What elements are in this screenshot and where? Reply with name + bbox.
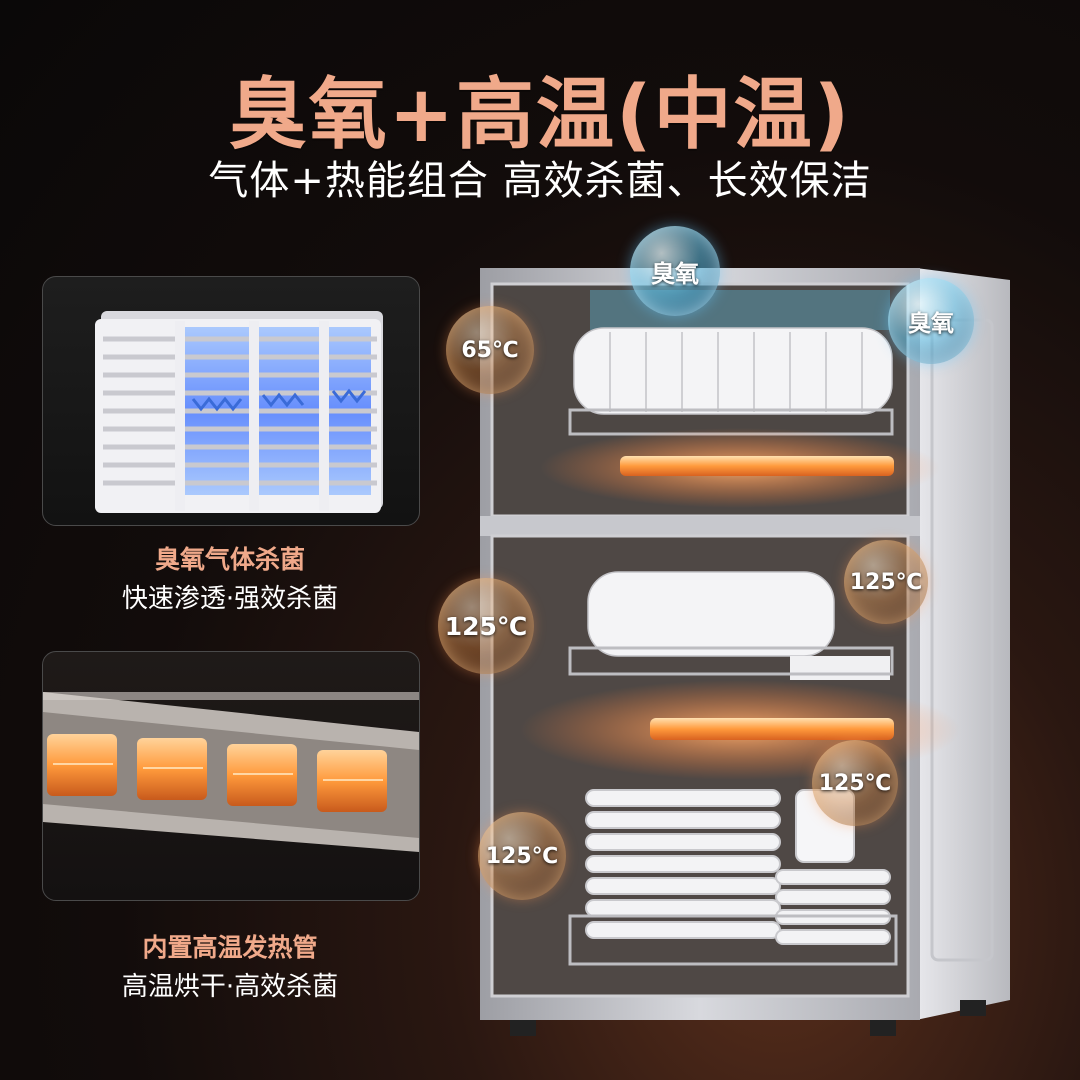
temp-bubble-low-right: 125℃: [812, 740, 898, 826]
heating-feature-panel: [42, 651, 420, 901]
ozone-generator-icon: [95, 311, 383, 513]
temp-bubble-mid-right: 125℃: [844, 540, 928, 624]
heating-tube-icon: [43, 692, 419, 852]
page-title: 臭氧+高温(中温): [228, 70, 852, 160]
heating-feature-title: 内置高温发热管: [142, 933, 318, 962]
ozone-feature-subtitle: 快速渗透·强效杀菌: [121, 584, 339, 614]
ozone-feature-title: 臭氧气体杀菌: [154, 545, 305, 574]
temp-bubble-upper: 65℃: [446, 306, 534, 394]
temp-bubble-low-left: 125℃: [478, 812, 566, 900]
heating-feature-subtitle: 高温烘干·高效杀菌: [121, 972, 339, 1002]
ozone-bubble-top: 臭氧: [630, 226, 720, 316]
page-subtitle: 气体+热能组合 高效杀菌、长效保洁: [208, 158, 872, 204]
ozone-feature-panel: [42, 276, 420, 526]
ozone-bubble-right: 臭氧: [888, 278, 974, 364]
temp-bubble-mid-left: 125℃: [438, 578, 534, 674]
disinfection-cabinet-image: [480, 268, 1010, 1036]
